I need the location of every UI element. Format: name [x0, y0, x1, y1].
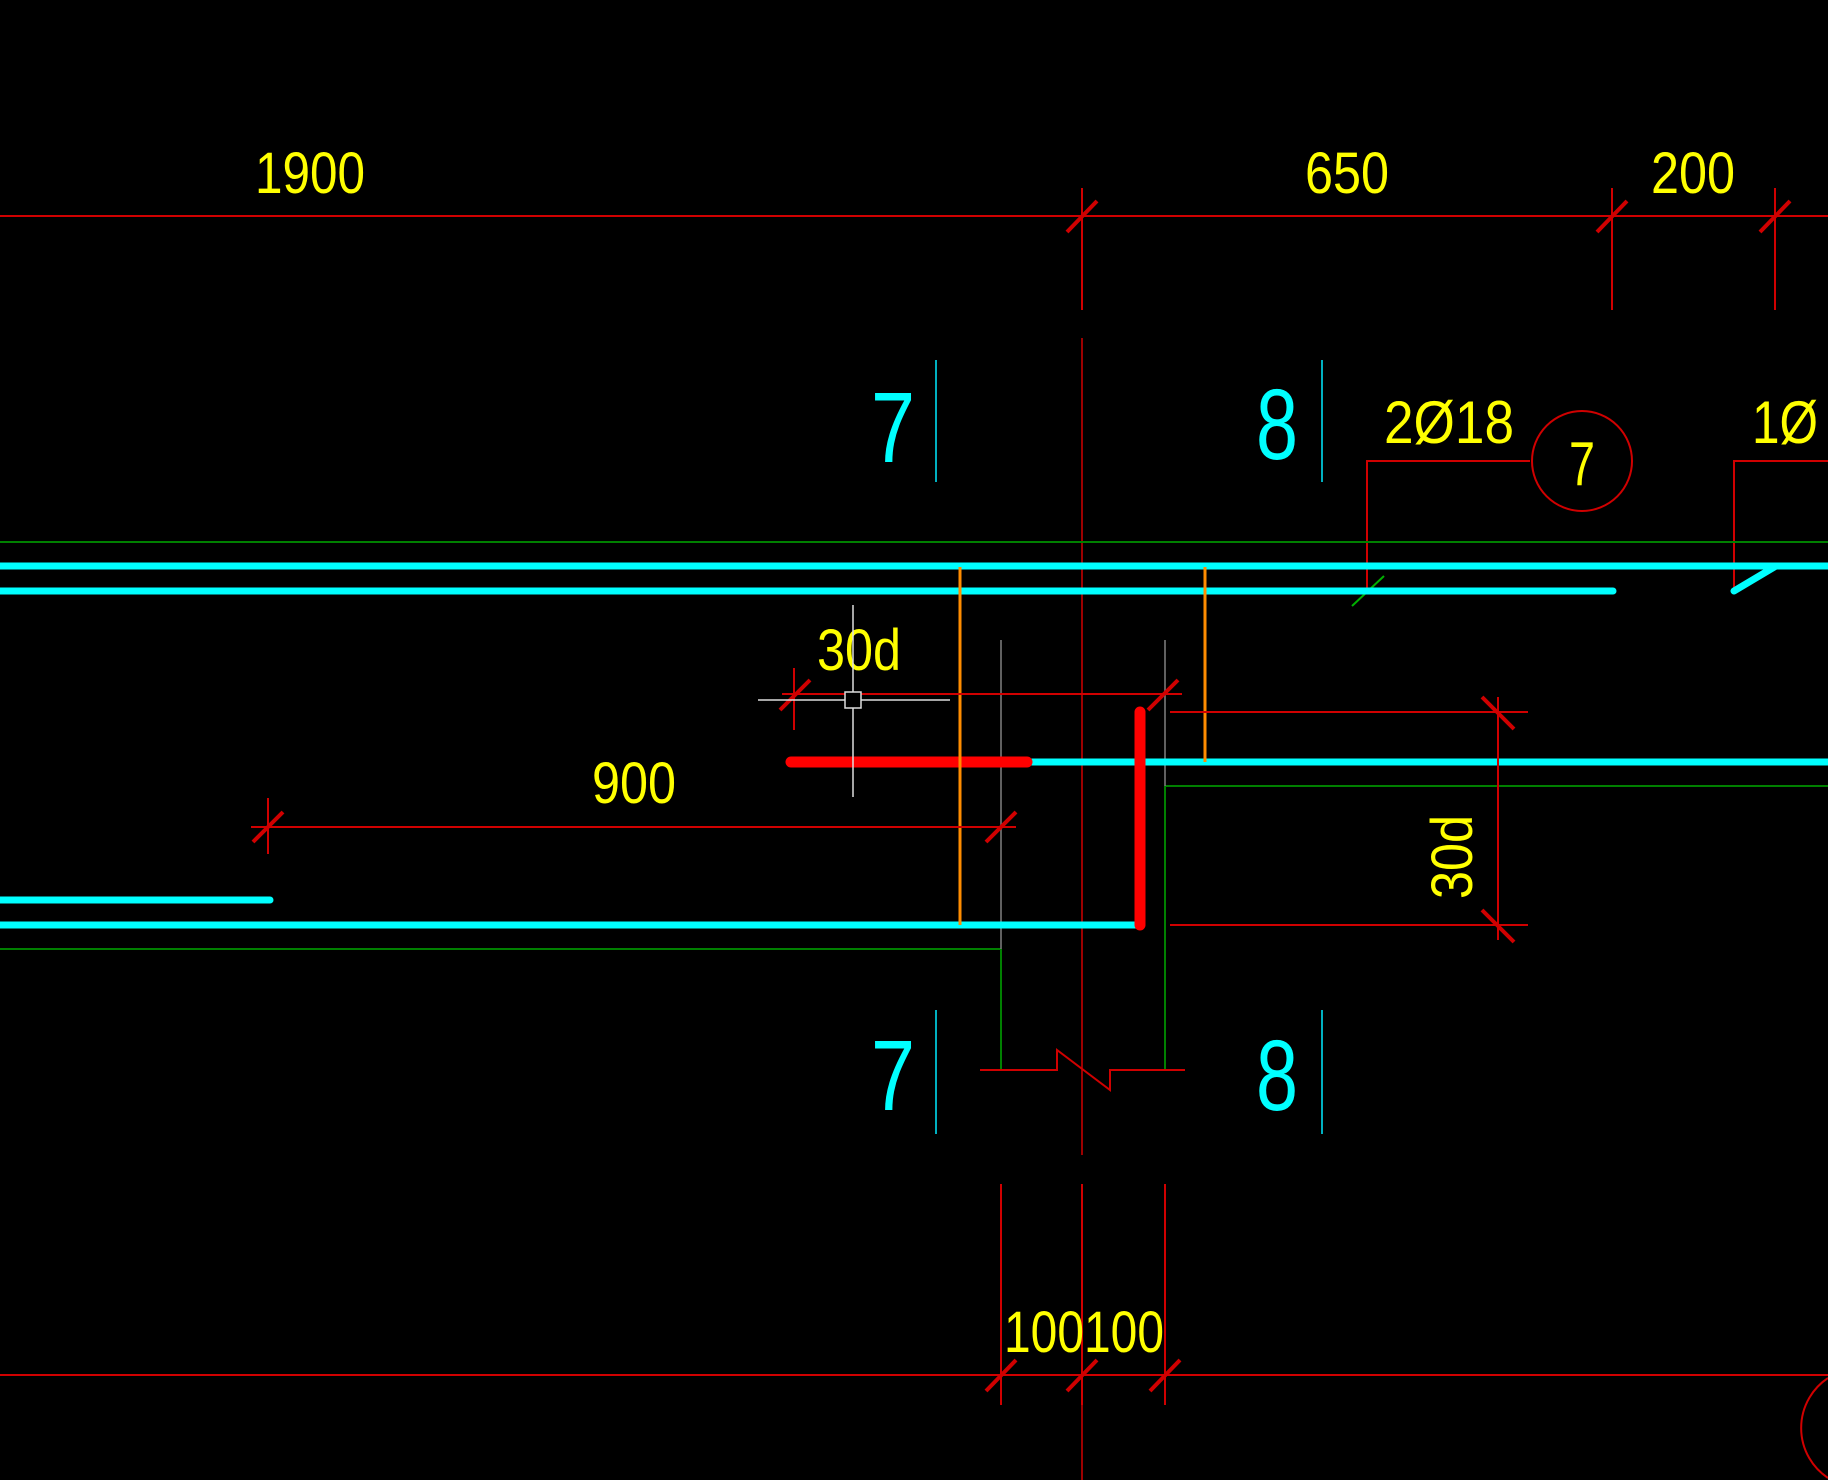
- bottom-tick-3: [1148, 1358, 1182, 1393]
- rebar-callout-secondary-text: 1Ø: [1752, 389, 1818, 456]
- section-label-7-top: 7: [871, 372, 915, 484]
- anchor-dimension-30d-vertical: [1170, 695, 1528, 944]
- rebar-callout-primary: 2Ø18 7: [1351, 389, 1633, 607]
- top-tick-1: [1065, 199, 1099, 234]
- anchor-tick-30d-lower: [1480, 908, 1516, 944]
- top-tick-2: [1595, 199, 1629, 234]
- top-rebar-secondary-hook: [1730, 562, 1780, 595]
- dim-text-1900: 1900: [255, 141, 365, 206]
- dim-text-30d-top: 30d: [817, 618, 901, 683]
- section-mark-7-top: 7: [871, 360, 937, 484]
- beam-outline: [0, 541, 1828, 1070]
- dim-text-650: 650: [1305, 141, 1389, 206]
- break-line: [980, 1047, 1185, 1093]
- anchor-tick-30d-upper: [1480, 695, 1516, 731]
- section-label-7-bottom: 7: [871, 1020, 915, 1132]
- rebar-tag-number: 7: [1569, 430, 1595, 499]
- rebar-leader-line: [1366, 460, 1530, 590]
- dim-text-200: 200: [1651, 141, 1735, 206]
- rebar-callout-secondary: 1Ø: [1733, 389, 1828, 590]
- dim-text-30d-vertical: 30d: [1420, 815, 1485, 899]
- dim-text-100-right: 100: [1084, 1300, 1164, 1365]
- cad-crosshair-cursor: [758, 605, 950, 797]
- dim-text-100-left: 100: [1004, 1300, 1084, 1365]
- section-mark-8-bottom: 8: [1256, 1010, 1323, 1134]
- stirrups: [958, 567, 1207, 925]
- partial-grid-bubble: [1800, 1377, 1828, 1479]
- anchor-tick-900-right: [984, 810, 1018, 844]
- bottom-tick-2: [1065, 1358, 1099, 1393]
- rebar-leader-secondary: [1733, 460, 1828, 590]
- bottom-dimension-chain: [0, 1184, 1828, 1479]
- top-tick-3: [1758, 199, 1792, 234]
- anchor-tick-30d-top-right: [1146, 678, 1180, 712]
- bottom-tick-1: [984, 1358, 1018, 1393]
- crosshair-pickbox: [844, 691, 862, 709]
- section-label-8-top: 8: [1256, 369, 1298, 481]
- top-dimension-chain: [0, 188, 1828, 310]
- dim-text-900: 900: [592, 751, 676, 816]
- rebar-tag-circle: [1531, 410, 1633, 512]
- section-mark-8-top: 8: [1256, 360, 1323, 482]
- section-label-8-bottom: 8: [1256, 1020, 1298, 1132]
- highlighted-rebar[interactable]: [785, 706, 1146, 931]
- anchor-dimension-900: [251, 798, 1018, 854]
- rebars: [0, 562, 1828, 929]
- rebar-callout-text: 2Ø18: [1384, 389, 1514, 456]
- section-mark-7-bottom: 7: [871, 1010, 937, 1134]
- anchor-tick-900-left: [251, 810, 285, 844]
- anchor-tick-30d-top-left: [778, 678, 812, 712]
